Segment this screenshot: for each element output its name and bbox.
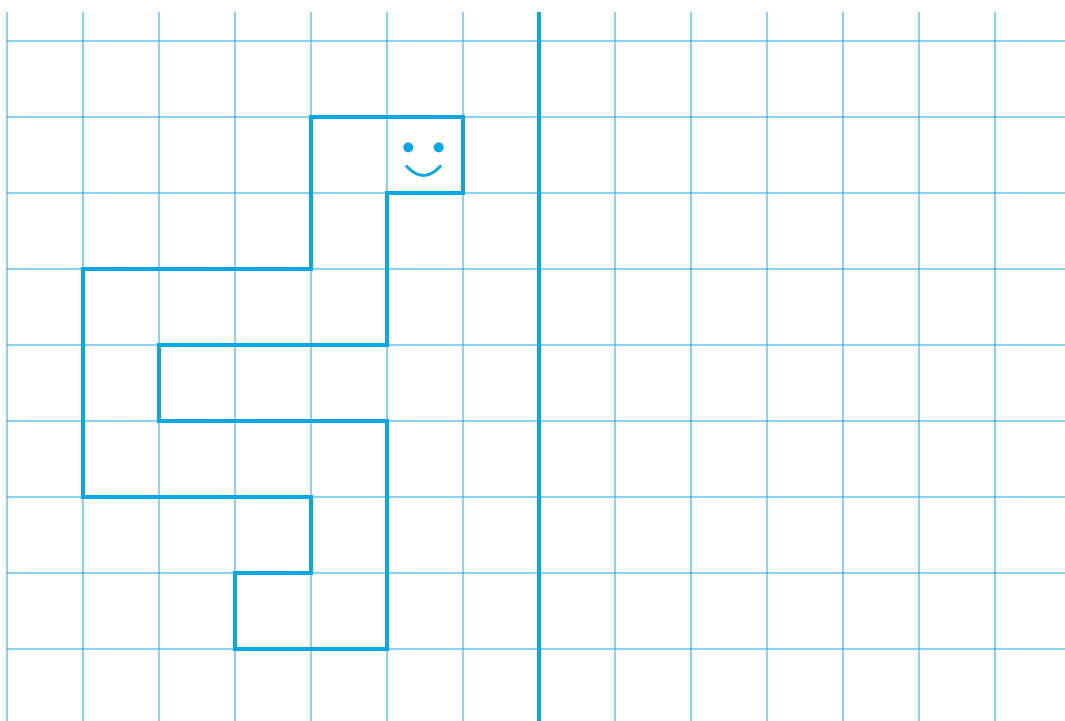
smiley-face	[403, 142, 443, 175]
right-eye	[434, 142, 444, 152]
grid-lines	[7, 12, 1065, 721]
figure-outline	[83, 117, 463, 649]
smile-mouth	[407, 166, 440, 175]
left-eye	[403, 142, 413, 152]
